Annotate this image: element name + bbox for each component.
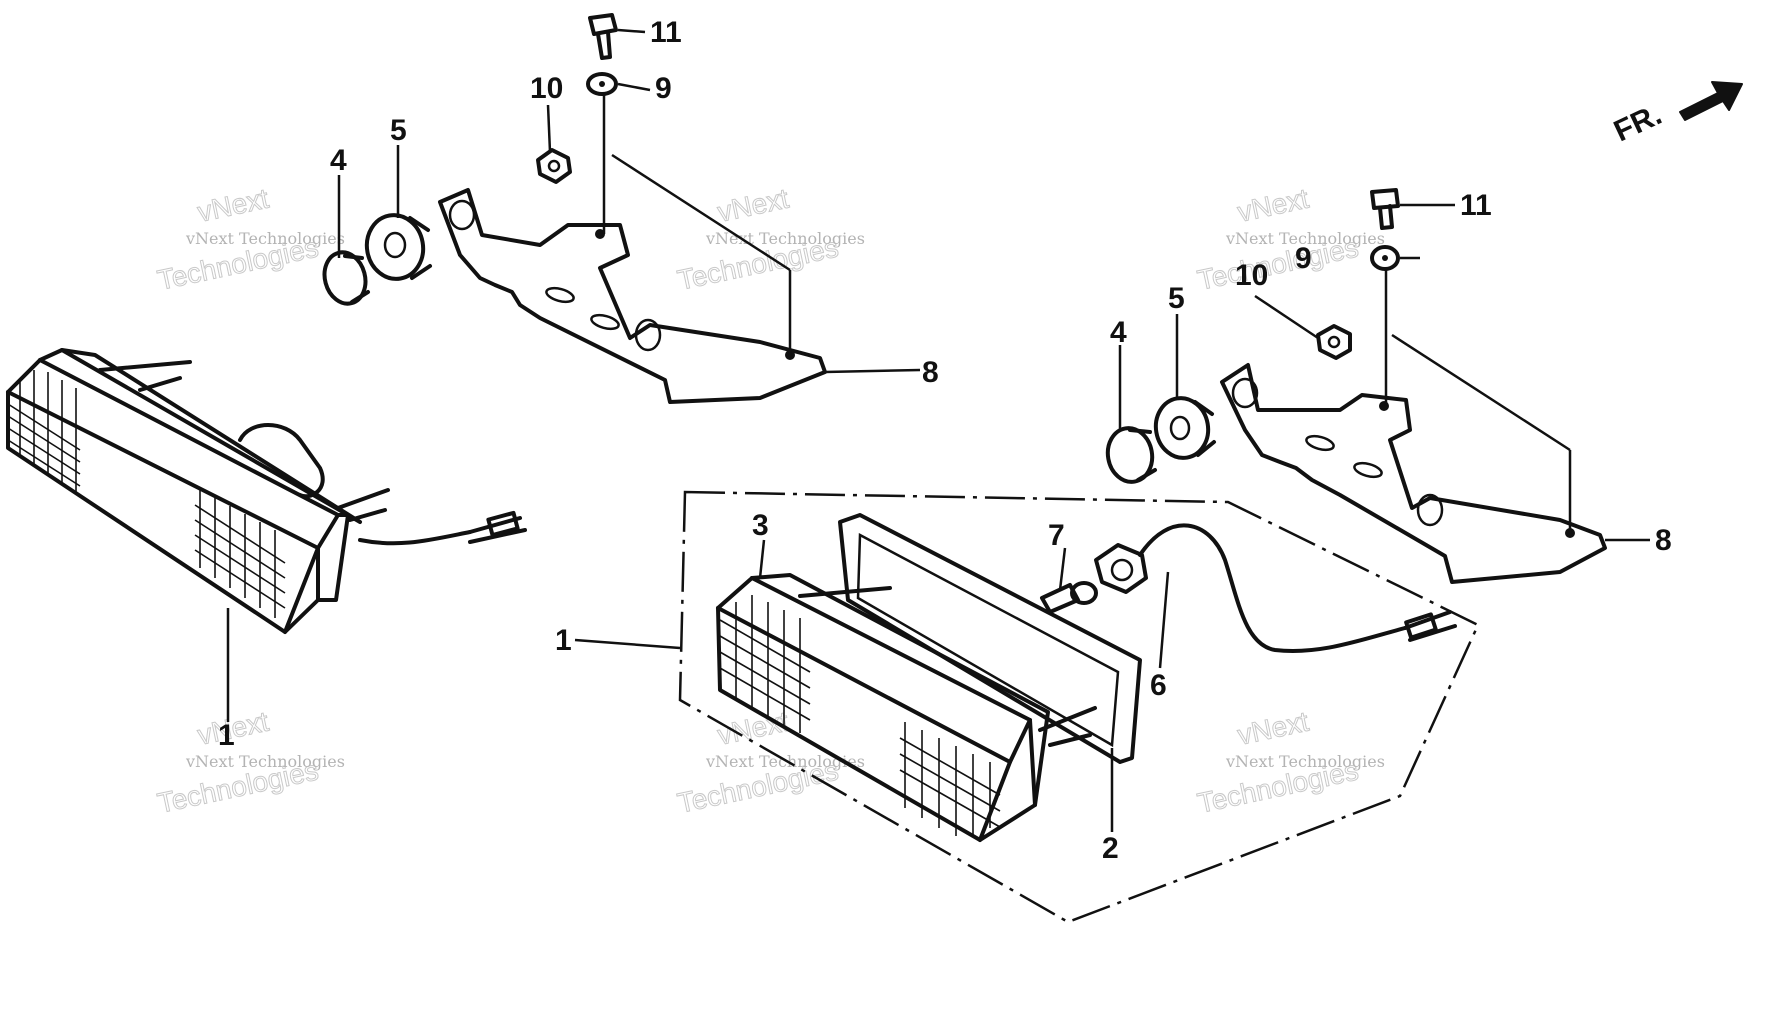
socket <box>1094 523 1457 653</box>
callout-10-left: 10 <box>530 72 563 105</box>
grommet-right <box>1153 396 1216 460</box>
svg-text:vNext Technologies: vNext Technologies <box>1225 229 1385 248</box>
svg-text:vNext: vNext <box>715 183 792 228</box>
callout-3: 3 <box>752 509 769 542</box>
grommet-left <box>364 213 432 281</box>
callout-9-left: 9 <box>655 72 672 105</box>
svg-text:vNext: vNext <box>1235 706 1312 751</box>
svg-text:vNext Technologies: vNext Technologies <box>1225 752 1385 771</box>
direction-indicator: FR. <box>1609 81 1743 148</box>
bolt-left <box>588 13 618 60</box>
bracket-left <box>438 188 827 404</box>
callout-11-left: 11 <box>650 16 682 49</box>
callout-10-right: 10 <box>1235 259 1268 292</box>
bracket-right <box>1220 363 1607 584</box>
washer-9-left <box>586 72 618 96</box>
callout-11-right: 11 <box>1460 189 1492 222</box>
callout-5-left: 5 <box>390 114 407 147</box>
bulb <box>1040 581 1098 614</box>
gasket <box>838 513 1142 764</box>
callout-labels: 1 1 2 3 4 4 5 5 6 7 8 8 9 9 10 10 11 11 <box>218 16 1672 865</box>
callout-6: 6 <box>1150 669 1167 702</box>
fr-label: FR. <box>1609 98 1667 148</box>
left-tail-light <box>6 348 527 634</box>
callout-1-center: 1 <box>555 624 572 657</box>
lens-grid <box>7 370 286 618</box>
watermark: vNext vNext Technologies Technologies <box>674 182 865 296</box>
svg-text:vNext: vNext <box>195 183 272 228</box>
lens-grid <box>719 595 1001 836</box>
washer-left <box>322 250 370 306</box>
svg-text:vNext Technologies: vNext Technologies <box>705 752 865 771</box>
group-boundary <box>678 490 1480 924</box>
lens <box>716 573 1097 842</box>
nut-right <box>1316 324 1352 360</box>
callout-8-right: 8 <box>1655 524 1672 557</box>
watermark: vNext vNext Technologies Technologies <box>1194 705 1385 819</box>
center-tail-light <box>678 490 1480 924</box>
callout-1-left: 1 <box>218 719 235 752</box>
callout-7: 7 <box>1048 519 1065 552</box>
callout-4-right: 4 <box>1110 316 1127 349</box>
svg-text:vNext Technologies: vNext Technologies <box>185 229 345 248</box>
nut-left <box>536 148 572 184</box>
svg-text:vNext: vNext <box>715 706 792 751</box>
bolt-right <box>1370 188 1400 230</box>
callout-5-right: 5 <box>1168 282 1185 315</box>
washer-9-right <box>1370 245 1400 271</box>
svg-text:vNext Technologies: vNext Technologies <box>185 752 345 771</box>
callout-2: 2 <box>1102 832 1119 865</box>
arrow-icon <box>1679 81 1743 121</box>
leader-lines <box>226 28 1650 832</box>
watermark: vNext vNext Technologies Technologies <box>1194 182 1385 296</box>
svg-text:vNext Technologies: vNext Technologies <box>705 229 865 248</box>
washer-right <box>1105 426 1157 484</box>
callout-4-left: 4 <box>330 144 347 177</box>
right-bracket-assembly <box>1105 188 1607 584</box>
watermark: vNext vNext Technologies Technologies <box>154 705 345 819</box>
watermark: vNext vNext Technologies Technologies <box>154 182 345 296</box>
watermark: vNext vNext Technologies Technologies <box>674 705 865 819</box>
callout-9-right: 9 <box>1295 242 1312 275</box>
svg-text:vNext: vNext <box>1235 183 1312 228</box>
callout-8-left: 8 <box>922 356 939 389</box>
